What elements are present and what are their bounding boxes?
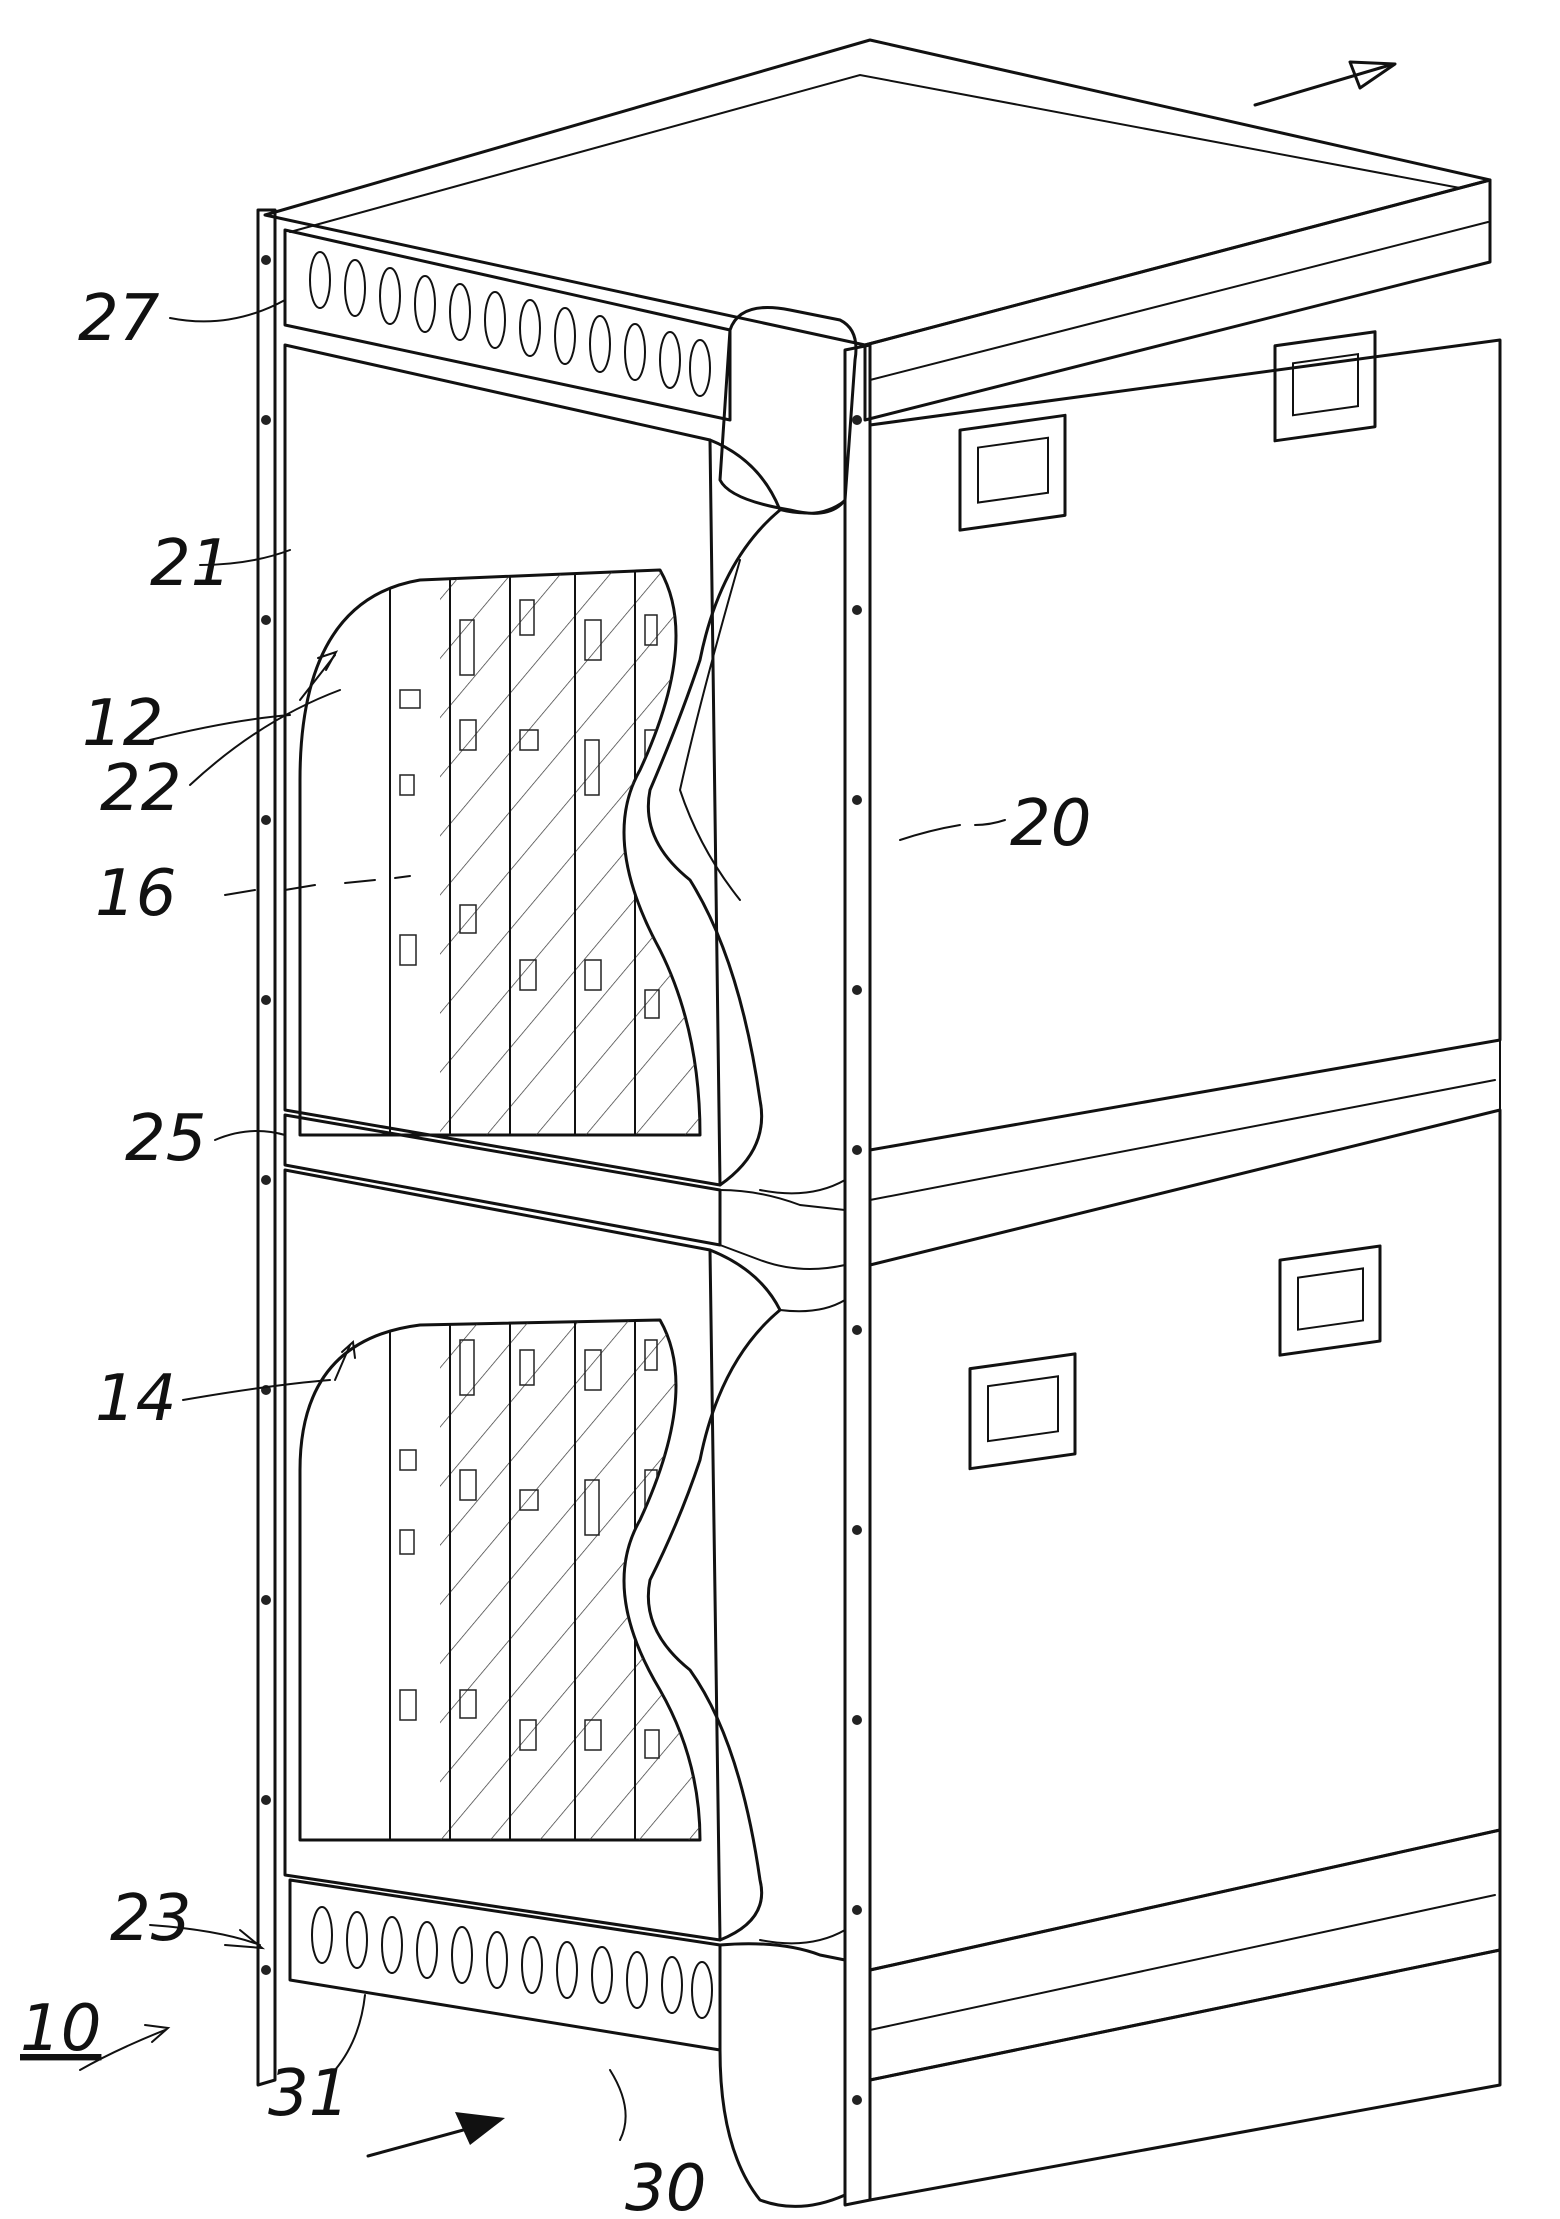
top-grille	[285, 230, 730, 420]
label-21: 21	[150, 527, 231, 601]
label-12: 12	[82, 687, 163, 761]
cabinet-top-face	[265, 40, 1490, 345]
side-panel-upper	[870, 340, 1500, 1150]
bottom-grille	[290, 1880, 845, 2206]
airflow-arrow-bottom	[368, 2112, 505, 2156]
side-panel-lower	[870, 1110, 1500, 1970]
label-23: 23	[110, 1882, 191, 1956]
label-20: 20	[1010, 787, 1091, 861]
upper-door	[285, 345, 845, 1193]
label-16: 16	[95, 857, 176, 931]
label-10: 10	[20, 1992, 101, 2066]
label-31: 31	[268, 2057, 349, 2131]
label-22: 22	[100, 752, 181, 826]
corner-post	[845, 345, 870, 2205]
label-25: 25	[125, 1102, 206, 1176]
airflow-arrow-top	[1255, 62, 1395, 105]
side-handle	[960, 332, 1380, 1469]
lower-door	[285, 1170, 845, 1943]
cabinet	[80, 40, 1500, 2206]
label-30: 30	[625, 2152, 706, 2219]
label-14: 14	[95, 1362, 176, 1436]
rail-holes	[261, 255, 271, 1975]
label-27: 27	[78, 282, 160, 356]
